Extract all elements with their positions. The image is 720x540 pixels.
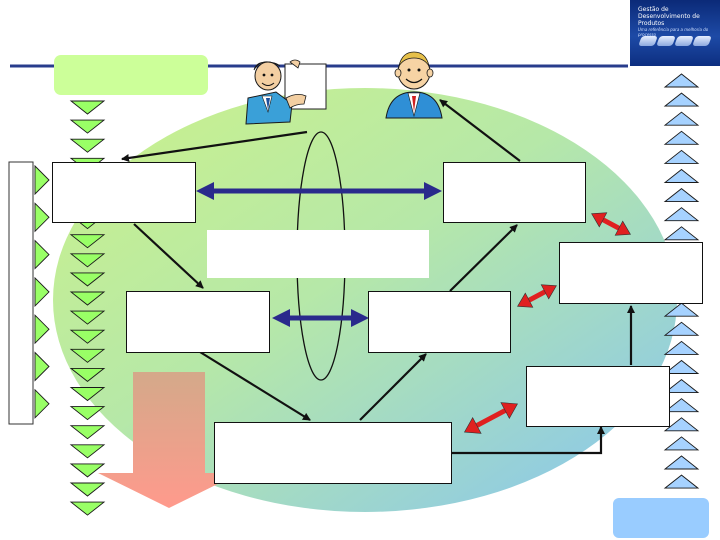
right-triangle — [34, 239, 50, 270]
right-triangle — [34, 164, 50, 196]
big-down-arrow — [98, 372, 240, 508]
down-triangle — [69, 482, 106, 497]
up-triangle — [663, 168, 700, 183]
up-triangle — [663, 417, 700, 432]
down-triangle — [69, 406, 106, 421]
right-triangle — [34, 314, 50, 345]
up-triangle — [663, 302, 700, 317]
up-triangle — [663, 149, 700, 164]
down-triangle — [69, 444, 106, 459]
down-triangle — [69, 253, 106, 268]
process-box-mid-left — [126, 291, 270, 353]
logo-tagline: Uma referência para a melhoria do proces… — [638, 27, 709, 37]
logo-bars-icon — [636, 36, 716, 50]
down-triangle — [69, 501, 106, 516]
arrow-mid-up — [359, 353, 427, 421]
red-double-arrow-2 — [517, 284, 557, 308]
up-triangle — [663, 111, 700, 126]
up-triangle — [663, 226, 700, 241]
businessman-icon — [385, 51, 443, 119]
down-triangle — [69, 100, 106, 115]
red-double-arrow-1 — [591, 212, 631, 236]
side-green-triangles — [34, 164, 50, 419]
arrow-mid-down — [199, 351, 311, 421]
left-side-panel — [8, 161, 34, 425]
company-logo: Gestão de Desenvolvimento de Produtos Um… — [630, 0, 720, 66]
down-triangle — [69, 367, 106, 382]
arrow-to-businessman — [439, 99, 521, 162]
right-triangle — [34, 276, 50, 307]
up-triangle — [663, 130, 700, 145]
down-triangle — [69, 138, 106, 153]
red-double-arrow-3 — [464, 402, 518, 434]
corner-blue-box — [613, 498, 709, 538]
process-box-top-right — [443, 162, 586, 223]
process-box-center-banner — [207, 230, 429, 278]
down-triangle — [69, 387, 106, 402]
up-triangle — [663, 207, 700, 222]
logo-line-2: Desenvolvimento de Produtos — [638, 13, 700, 27]
process-box-right-upper — [559, 242, 703, 304]
up-triangle — [663, 379, 700, 394]
arrow-bottom-elbow — [451, 426, 605, 455]
blue-double-arrow-top — [196, 182, 442, 200]
process-box-bottom — [214, 422, 452, 484]
right-triangle — [34, 202, 50, 233]
right-triangle-column — [663, 73, 700, 489]
right-triangle — [34, 388, 50, 419]
arrow-left-down — [133, 223, 204, 289]
arrow-right-up — [449, 224, 518, 292]
up-triangle — [663, 92, 700, 107]
up-triangle — [663, 188, 700, 203]
up-triangle — [663, 321, 700, 336]
blue-double-arrow-middle — [272, 309, 369, 327]
up-triangle — [663, 340, 700, 355]
logo-line-1: Gestão de — [638, 6, 669, 13]
up-triangle — [663, 436, 700, 451]
arrow-to-top-left — [121, 130, 308, 162]
up-triangle — [663, 359, 700, 374]
down-triangle — [69, 291, 106, 306]
down-triangle — [69, 348, 106, 363]
down-triangle — [69, 234, 106, 249]
down-triangle — [69, 329, 106, 344]
down-triangle — [69, 119, 106, 134]
process-box-right-lower — [526, 366, 670, 427]
down-triangle — [69, 425, 106, 440]
down-triangle — [69, 310, 106, 325]
right-triangle — [34, 351, 50, 382]
up-triangle — [663, 455, 700, 470]
process-box-top-left — [52, 162, 196, 223]
presenter-man-icon — [245, 59, 327, 125]
green-tab — [54, 55, 208, 95]
up-triangle — [663, 398, 700, 413]
process-box-mid-right — [368, 291, 511, 353]
down-triangle — [69, 272, 106, 287]
up-triangle — [663, 474, 700, 489]
down-triangle — [69, 463, 106, 478]
up-triangle — [663, 73, 700, 88]
